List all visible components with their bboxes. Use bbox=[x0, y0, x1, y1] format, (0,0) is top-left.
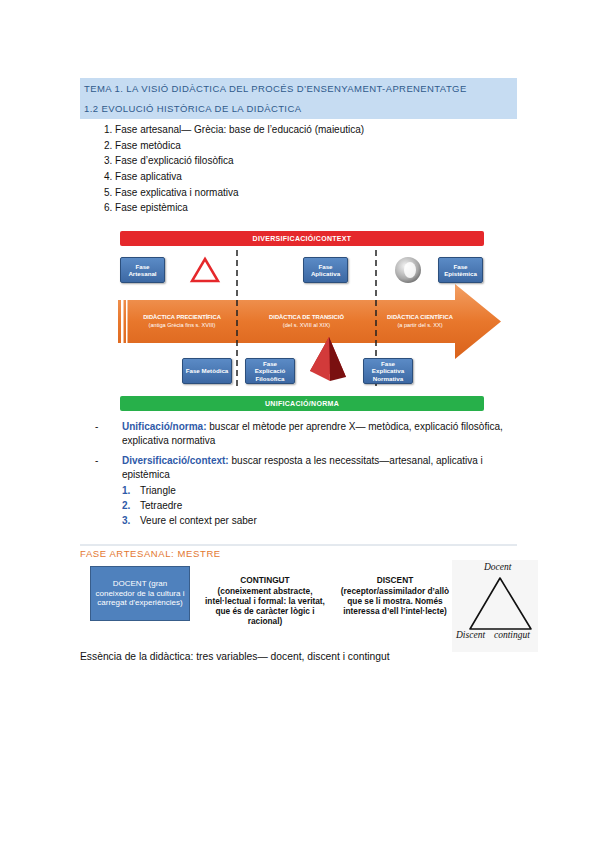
concept-title: CONTINGUT bbox=[240, 575, 289, 585]
bullet-dash: - bbox=[95, 455, 98, 466]
node-text: (a partir del s. XX) bbox=[397, 322, 442, 330]
tetrahedron-face bbox=[329, 337, 346, 381]
node-text: 1.2 EVOLUCIÓ HISTÒRICA DE LA DIDÀCTICA bbox=[84, 103, 301, 114]
list-item-group: 2. Fase metòdica bbox=[104, 138, 524, 154]
sphere-highlight bbox=[404, 262, 416, 278]
body-text: Essència de la didàctica: tres variables… bbox=[80, 651, 390, 662]
node-text: Fase Explicació Filosòfica bbox=[248, 360, 292, 381]
arrow-tail-stripe bbox=[126, 300, 128, 343]
sketch-label: Docent bbox=[484, 562, 511, 572]
sub-item: Triangle bbox=[140, 485, 176, 496]
header-band: TEMA 1. LA VISIÓ DIDÀCTICA DEL PROCÉS D’… bbox=[80, 78, 517, 119]
phase-box: Fase Epistèmica bbox=[438, 257, 483, 283]
node-text: Fase Aplicativa bbox=[306, 263, 345, 277]
body-text-group: Essència de la didàctica: tres variables… bbox=[80, 651, 520, 662]
bullet-dash-group: - bbox=[95, 454, 107, 468]
sub-number: 3. bbox=[122, 515, 130, 526]
norm-band: UNIFICACIÓ/NORMA bbox=[120, 396, 484, 411]
bullet-text: Diversificació/context: bbox=[122, 455, 229, 466]
concept-text-group: (coneixement abstracte, intel·lectual i … bbox=[200, 587, 330, 627]
context-band: DIVERSIFICACIÓ/CONTEXT bbox=[120, 231, 484, 246]
phase-divider bbox=[236, 250, 238, 390]
section-heading-group: FASE ARTESANAL: MESTRE bbox=[80, 548, 500, 559]
sub-number: 2. bbox=[122, 500, 130, 511]
list-item-group: 3. Fase d’explicació filosòfica bbox=[104, 153, 524, 169]
list-item: 6. Fase epistèmica bbox=[104, 202, 188, 213]
sub-number: 1. bbox=[122, 485, 130, 496]
node-text: DIDÀCTICA PRECIENTÍFICA bbox=[143, 314, 221, 322]
node-text: (antiga Grècia fins s. XVIII) bbox=[149, 322, 216, 330]
list-item-group: 5. Fase explicativa i normativa bbox=[104, 185, 524, 201]
hand-triangle bbox=[470, 578, 531, 629]
node-text: Fase Explicativa Normativa bbox=[366, 360, 410, 381]
sub-number-group: 2. bbox=[122, 498, 138, 513]
list-item-group: 1. Fase artesanal— Grècia: base de l’edu… bbox=[104, 122, 524, 138]
node-text: DIDÀCTICA CIENTÍFICA bbox=[387, 314, 453, 322]
bullet-dash: - bbox=[95, 421, 98, 432]
sketch-label: Discent bbox=[456, 630, 485, 640]
sub-number-group: 1. bbox=[122, 483, 138, 498]
list-item: 4. Fase aplicativa bbox=[104, 171, 182, 182]
arrow-tail-stripe bbox=[121, 300, 124, 343]
sub-item: Veure el context per saber bbox=[140, 515, 257, 526]
node-text: DOCENT (gran coneixedor de la cultura i … bbox=[95, 579, 185, 608]
sketch-label-group: Discent bbox=[456, 630, 500, 640]
node-text: DIDÀCTICA DE TRANSICIÓ bbox=[269, 314, 344, 322]
node-text: (del s. XVIII al XIX) bbox=[283, 322, 330, 330]
sub-item-group: Tetraedre bbox=[140, 498, 440, 513]
concept-title: DISCENT bbox=[377, 575, 413, 585]
sub-item-group: Veure el context per saber bbox=[140, 513, 440, 528]
bullet-text: Unificació/norma: bbox=[122, 421, 206, 432]
phase-box: Fase Aplicativa bbox=[303, 257, 348, 283]
sub-item: Tetraedre bbox=[140, 500, 182, 511]
period-section: DIDÀCTICA PRECIENTÍFICA(antiga Grècia fi… bbox=[128, 306, 236, 338]
list-item-group: 4. Fase aplicativa bbox=[104, 169, 524, 185]
sketch-label-group: contingut bbox=[494, 630, 538, 640]
node-text: Fase Epistèmica bbox=[441, 263, 480, 277]
sphere-symbol bbox=[395, 257, 421, 283]
sketch-ground bbox=[452, 560, 538, 652]
node-text: Fase Metòdica bbox=[186, 367, 229, 374]
list-item: 5. Fase explicativa i normativa bbox=[104, 187, 239, 198]
sketch-label-group: Docent bbox=[484, 562, 532, 572]
timeline-arrow bbox=[118, 284, 501, 359]
list-item-group: 6. Fase epistèmica bbox=[104, 200, 524, 216]
node-text: Fase Artesanal bbox=[123, 263, 162, 277]
sketch-label: contingut bbox=[494, 630, 530, 640]
node-text: UNIFICACIÓ/NORMA bbox=[265, 400, 339, 407]
tetrahedron-face bbox=[310, 337, 330, 381]
period-section: DIDÀCTICA DE TRANSICIÓ(del s. XVIII al X… bbox=[240, 306, 373, 338]
list-item: 2. Fase metòdica bbox=[104, 140, 181, 151]
section-rule bbox=[80, 545, 517, 546]
triangle-symbol bbox=[192, 259, 218, 281]
bullet-dash-group: - bbox=[95, 420, 107, 434]
concept-text-group: (receptor/assimilador d’allò que se li m… bbox=[335, 587, 455, 617]
concept-title-group: CONTINGUT bbox=[200, 576, 330, 586]
list-item: 3. Fase d’explicació filosòfica bbox=[104, 155, 234, 166]
section-heading: FASE ARTESANAL: MESTRE bbox=[80, 548, 221, 559]
list-item: 1. Fase artesanal— Grècia: base de l’edu… bbox=[104, 124, 364, 135]
phase-box: Fase Explicativa Normativa bbox=[363, 358, 413, 384]
node-text: TEMA 1. LA VISIÓ DIDÀCTICA DEL PROCÉS D’… bbox=[84, 83, 467, 94]
period-section: DIDÀCTICA CIENTÍFICA(a partir del s. XX) bbox=[380, 306, 460, 338]
docent-box: DOCENT (gran coneixedor de la cultura i … bbox=[90, 566, 190, 621]
phase-box: Fase Explicació Filosòfica bbox=[245, 358, 295, 384]
phase-box: Fase Metòdica bbox=[182, 358, 232, 384]
concept-title-group: DISCENT bbox=[335, 576, 455, 586]
phase-box: Fase Artesanal bbox=[120, 257, 165, 283]
sub-item-group: Triangle bbox=[140, 483, 440, 498]
bullet-text-group: Diversificació/context:buscar resposta a… bbox=[122, 454, 520, 482]
concept-text: (receptor/assimilador d’allò que se li m… bbox=[341, 586, 449, 616]
node-text: DIVERSIFICACIÓ/CONTEXT bbox=[253, 235, 352, 242]
bullet-text-group: Unificació/norma:buscar el mètode per ap… bbox=[122, 420, 520, 448]
sub-number-group: 3. bbox=[122, 513, 138, 528]
concept-text: (coneixement abstracte, intel·lectual i … bbox=[205, 586, 325, 626]
